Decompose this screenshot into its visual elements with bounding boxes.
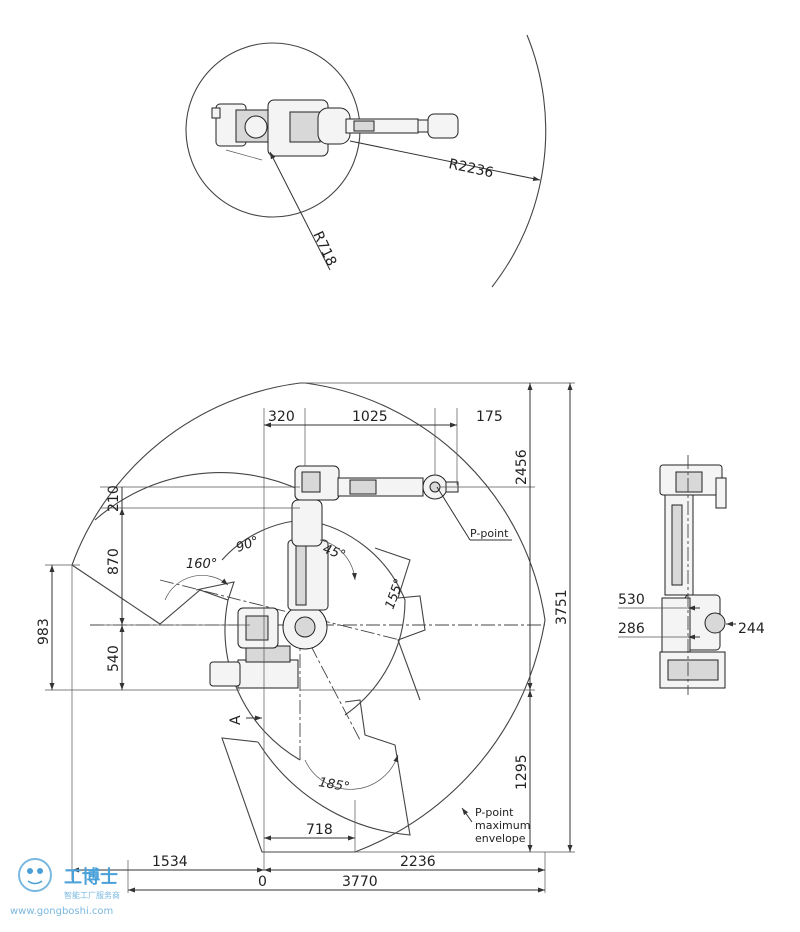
envelope-label-1: P-point bbox=[475, 806, 514, 819]
dim-2236: 2236 bbox=[400, 854, 436, 870]
dim-540: 540 bbox=[106, 645, 122, 672]
r718-leader bbox=[269, 151, 331, 271]
angle-185: 185° bbox=[317, 775, 350, 795]
watermark-brand: 工博士 bbox=[64, 866, 118, 888]
rear-dim-244: 244 bbox=[738, 621, 765, 637]
inner-envelope-bottom bbox=[257, 699, 411, 836]
dim-320: 320 bbox=[268, 409, 295, 425]
watermark-url: www.gongboshi.com bbox=[10, 906, 113, 917]
p-point-leader bbox=[436, 486, 471, 541]
outer-reach-arc bbox=[491, 34, 547, 288]
max-envelope-lower bbox=[221, 737, 355, 853]
inner-envelope-left bbox=[71, 564, 235, 625]
view-a-label: A bbox=[228, 715, 244, 725]
dim-1534: 1534 bbox=[152, 854, 188, 870]
dim-870: 870 bbox=[106, 548, 122, 575]
arm-axis-line-2 bbox=[299, 624, 361, 741]
dim-zero: 0 bbox=[258, 874, 267, 890]
top-view: R2236 R718 bbox=[185, 34, 547, 288]
watermark-tagline: 智能工厂服务商 bbox=[64, 890, 120, 900]
envelope-label-3: envelope bbox=[475, 832, 526, 845]
dim-1295: 1295 bbox=[514, 754, 530, 790]
inner-envelope-right bbox=[374, 547, 426, 701]
dim-2456: 2456 bbox=[514, 449, 530, 485]
max-envelope-outer bbox=[71, 382, 546, 853]
robot-top-silhouette bbox=[211, 99, 459, 161]
dim-175: 175 bbox=[476, 409, 503, 425]
angle-arc-45 bbox=[319, 539, 357, 581]
low-arc bbox=[224, 599, 301, 761]
rear-dim-530: 530 bbox=[618, 592, 645, 608]
rear-dim-286: 286 bbox=[618, 621, 645, 637]
rear-view: 530 286 244 bbox=[618, 455, 765, 695]
dim-210: 210 bbox=[106, 485, 122, 512]
inner-arc-left bbox=[94, 472, 301, 521]
dim-1025: 1025 bbox=[352, 409, 388, 425]
r2236-label: R2236 bbox=[447, 156, 495, 181]
angle-155: 155° bbox=[383, 577, 408, 612]
envelope-label-2: maximum bbox=[475, 819, 530, 832]
mascot-icon bbox=[18, 858, 52, 892]
watermark-logo: 工博士 智能工厂服务商 www.gongboshi.com bbox=[10, 858, 120, 917]
p-point-label: P-point bbox=[470, 527, 509, 540]
arm-axis-line bbox=[159, 579, 401, 641]
angle-arc-185 bbox=[304, 754, 399, 790]
side-view: P-point 160° 90° 45° 155° 185° A 320 102… bbox=[36, 382, 575, 893]
angle-45: 45° bbox=[321, 542, 348, 564]
inner-arc-mid bbox=[221, 519, 406, 716]
robot-side-silhouette bbox=[209, 465, 459, 689]
dim-3770: 3770 bbox=[342, 874, 378, 890]
angle-90: 90° bbox=[234, 534, 261, 556]
dim-718: 718 bbox=[306, 822, 333, 838]
dim-983: 983 bbox=[36, 618, 52, 645]
angle-160: 160° bbox=[186, 557, 217, 572]
envelope-leader bbox=[461, 807, 473, 823]
angle-arc-160 bbox=[164, 575, 229, 601]
dim-3751: 3751 bbox=[554, 589, 570, 625]
r718-label: R718 bbox=[309, 229, 339, 269]
r2236-leader bbox=[349, 140, 541, 182]
